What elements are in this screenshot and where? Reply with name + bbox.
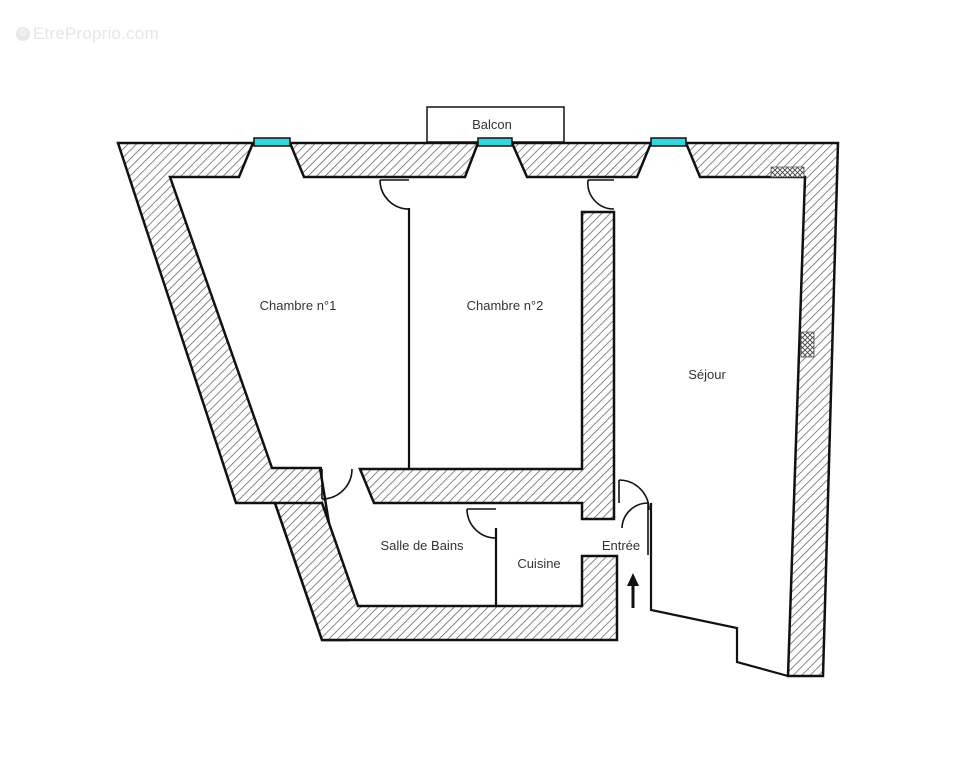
door-entree [621, 502, 649, 555]
door-salle-de-bains [466, 508, 497, 539]
room-label-chambre2: Chambre n°2 [467, 298, 544, 313]
window-3 [650, 137, 687, 147]
room-label-sejour: Séjour [688, 367, 726, 382]
watermark: © EtreProprio.com [16, 24, 159, 44]
window-1 [253, 137, 291, 147]
door-chambre1 [379, 179, 410, 210]
duct-right [800, 331, 815, 358]
exterior-walls [116, 141, 840, 678]
partitions [407, 208, 789, 678]
copyright-icon: © [16, 27, 30, 41]
arrow-up-icon [627, 573, 639, 608]
doors [321, 179, 650, 555]
room-label-balcon: Balcon [472, 117, 512, 132]
door-sejour-entree [618, 479, 650, 511]
door-chambre1-bottom [321, 468, 353, 500]
watermark-text: EtreProprio.com [33, 24, 159, 43]
room-label-salle-de-bains: Salle de Bains [380, 538, 464, 553]
room-label-cuisine: Cuisine [517, 556, 560, 571]
door-sejour-top [587, 179, 615, 210]
room-label-entree: Entrée [602, 538, 640, 553]
windows [253, 137, 687, 147]
interior-walls [358, 210, 616, 521]
room-label-chambre1: Chambre n°1 [260, 298, 337, 313]
balcony: Balcon [426, 106, 565, 143]
duct-top [770, 166, 805, 178]
window-2 [477, 137, 513, 147]
